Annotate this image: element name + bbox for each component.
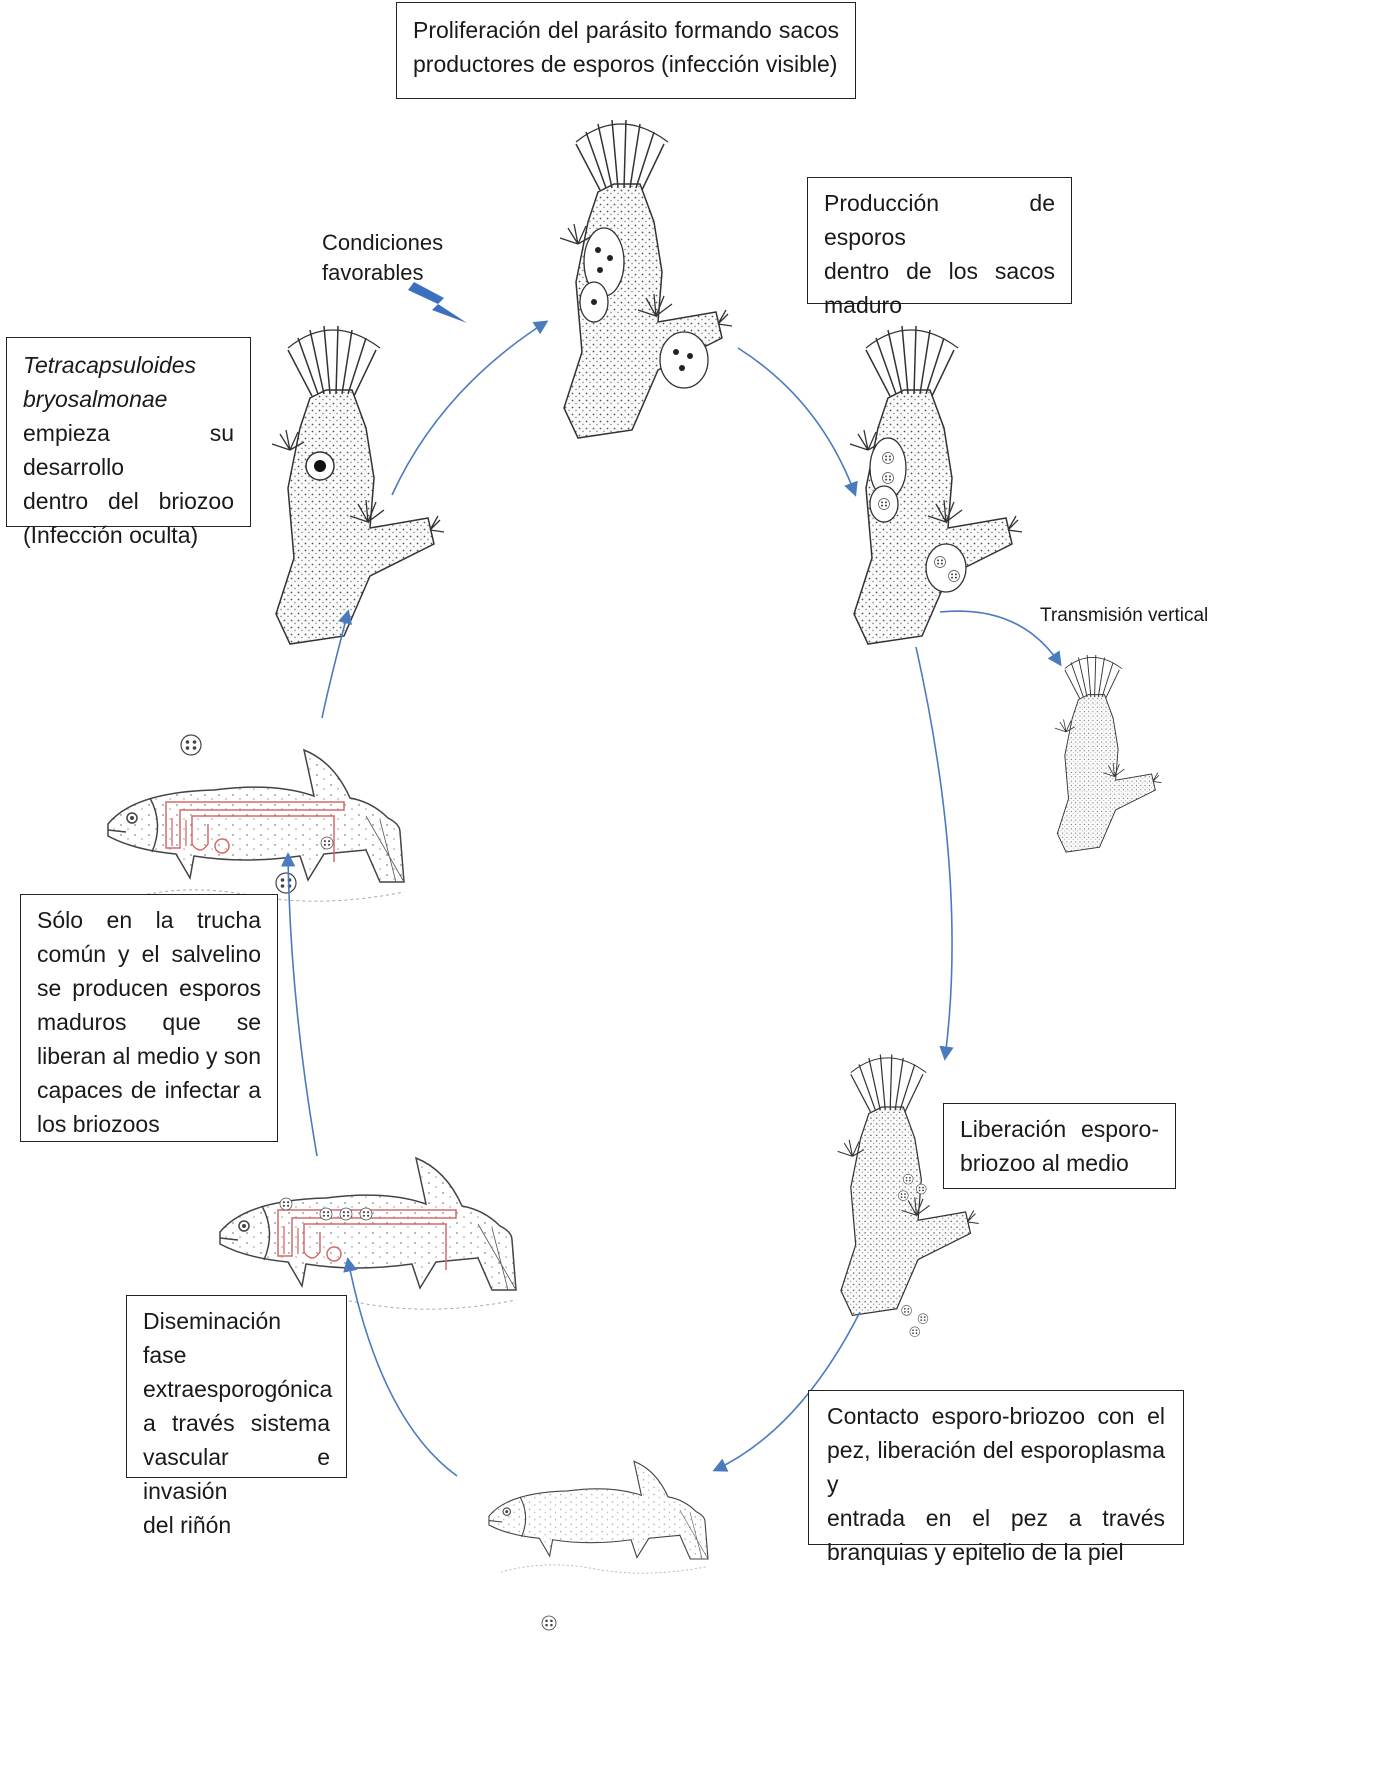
dissemination-line-3: a través sistema [143, 1406, 330, 1440]
contact-line-3: entrada en el pez a través [827, 1501, 1165, 1535]
arrow-to-proliferation [392, 322, 546, 495]
only-trout-line-3: se producen esporos [37, 971, 261, 1005]
bryozoan-colony-proliferation [560, 120, 732, 438]
arrow-to-spore-release [916, 647, 952, 1058]
trout-kidney-invasion [220, 1158, 516, 1309]
bryozoan-colony-mature-sacs [850, 326, 1022, 644]
bryozoan-colony-vertical-transmission [1055, 655, 1162, 852]
dissemination-line-1: Diseminación fase [143, 1304, 330, 1372]
species-name-line-1: Tetracapsuloides [23, 348, 234, 382]
release-line-1: Liberación esporo- [960, 1112, 1159, 1146]
hidden-infection-line-2: dentro del briozoo [23, 484, 234, 518]
contact-line-2: pez, liberación del esporoplasma y [827, 1433, 1165, 1501]
only-trout-line-7: los briozoos [37, 1107, 261, 1141]
box-spore-production: Producción de esporos dentro de los saco… [807, 177, 1072, 304]
species-name-line-2: bryosalmonae [23, 382, 234, 416]
free-spore [542, 1616, 556, 1630]
dissemination-line-5: del riñón [143, 1508, 330, 1542]
label-favorable-conditions: Condiciones favorables [322, 228, 443, 288]
arrow-to-spore-production [738, 348, 855, 494]
trout-releasing-spores [108, 750, 404, 901]
hidden-infection-line-3: (Infección oculta) [23, 518, 234, 552]
only-trout-line-6: capaces de infectar a [37, 1073, 261, 1107]
bryozoan-colony-hidden-infection [272, 326, 444, 644]
spore-production-line-1: Producción de esporos [824, 186, 1055, 254]
only-trout-line-2: común y el salvelino [37, 937, 261, 971]
free-spore [181, 735, 201, 755]
box-only-trout: Sólo en la trucha común y el salvelino s… [20, 894, 278, 1142]
favorable-line-2: favorables [322, 258, 443, 288]
only-trout-line-4: maduros que se [37, 1005, 261, 1039]
box-proliferation: Proliferación del parásito formando saco… [396, 2, 856, 99]
favorable-line-1: Condiciones [322, 228, 443, 258]
dissemination-line-2: extraesporogónica [143, 1372, 330, 1406]
spore-production-line-3: maduro [824, 288, 1055, 322]
box-dissemination: Diseminación fase extraesporogónica a tr… [126, 1295, 347, 1478]
trout-initial-contact [489, 1461, 708, 1573]
dissemination-line-4: vascular e invasión [143, 1440, 330, 1508]
release-line-2: briozoo al medio [960, 1146, 1159, 1180]
free-spore [321, 837, 333, 849]
box-fish-contact: Contacto esporo-briozoo con el pez, libe… [808, 1390, 1184, 1545]
lightning-icon [408, 282, 467, 323]
only-trout-line-5: liberan al medio y son [37, 1039, 261, 1073]
hidden-infection-line-1: empieza su desarrollo [23, 416, 234, 484]
proliferation-line-2: productores de esporos (infección visibl… [413, 47, 839, 81]
contact-line-1: Contacto esporo-briozoo con el [827, 1399, 1165, 1433]
box-spore-release: Liberación esporo- briozoo al medio [943, 1103, 1176, 1189]
box-hidden-infection: Tetracapsuloides bryosalmonae empieza su… [6, 337, 251, 527]
spore-production-line-2: dentro de los sacos [824, 254, 1055, 288]
arrow-to-kidney-invasion [348, 1260, 457, 1476]
proliferation-line-1: Proliferación del parásito formando saco… [413, 13, 839, 47]
contact-line-4: branquias y epitelio de la piel [827, 1535, 1165, 1569]
bryozoan-colony-spore-release [838, 1055, 979, 1337]
free-spore [276, 873, 296, 893]
label-vertical-transmission: Transmisión vertical [1040, 601, 1208, 631]
only-trout-line-1: Sólo en la trucha [37, 903, 261, 937]
